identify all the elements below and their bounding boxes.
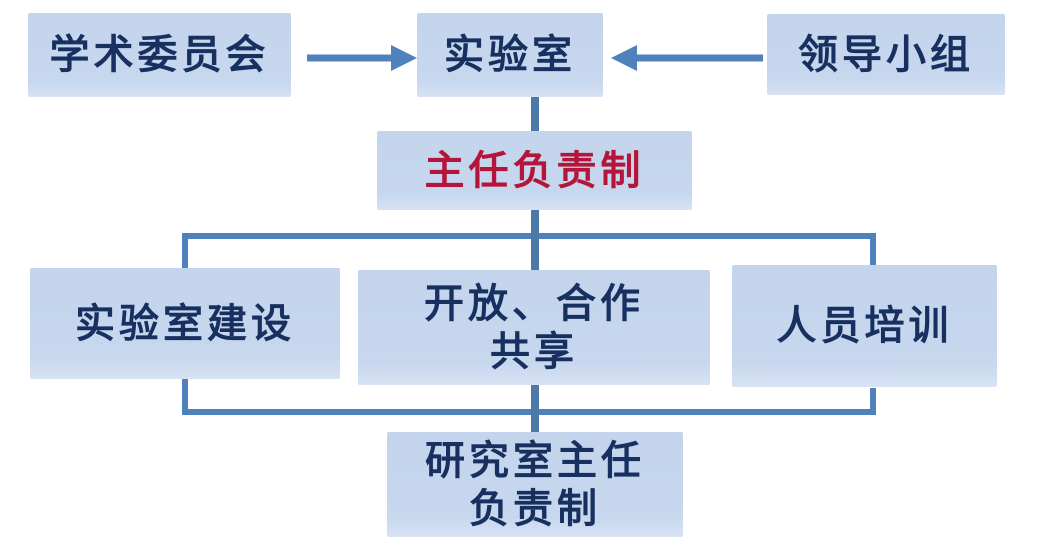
node-personnel-training: 人员培训 (732, 265, 997, 387)
node-research-office-director: 研究室主任 负责制 (387, 432, 683, 537)
node-lab-construction-label: 实验室建设 (75, 300, 295, 346)
node-laboratory: 实验室 (417, 13, 603, 97)
bracket-bottom (182, 378, 876, 415)
node-research-office-director-line1: 研究室主任 (425, 437, 645, 483)
node-open-cooperation-label: 开放、合作 共享 (424, 280, 644, 376)
node-director-responsibility-label: 主任负责制 (424, 147, 645, 193)
arrow-leading-to-lab-head (611, 45, 637, 71)
bracket-top (182, 233, 876, 270)
node-laboratory-label: 实验室 (444, 32, 576, 77)
node-research-office-director-line2: 负责制 (469, 485, 601, 531)
node-research-office-director-label: 研究室主任 负责制 (425, 437, 645, 533)
node-personnel-training-label: 人员培训 (776, 303, 953, 348)
node-director-responsibility: 主任负责制 (377, 131, 692, 210)
node-leading-group-label: 领导小组 (798, 31, 974, 77)
node-open-cooperation-line1: 开放、合作 (424, 280, 644, 326)
node-leading-group: 领导小组 (767, 14, 1005, 95)
node-academic-committee: 学术委员会 (28, 13, 291, 97)
node-lab-construction: 实验室建设 (30, 268, 340, 379)
arrow-academic-to-lab-head (391, 45, 417, 71)
node-open-cooperation-line2: 共享 (490, 328, 578, 374)
node-open-cooperation: 开放、合作 共享 (358, 270, 710, 385)
node-academic-committee-label: 学术委员会 (49, 32, 270, 77)
